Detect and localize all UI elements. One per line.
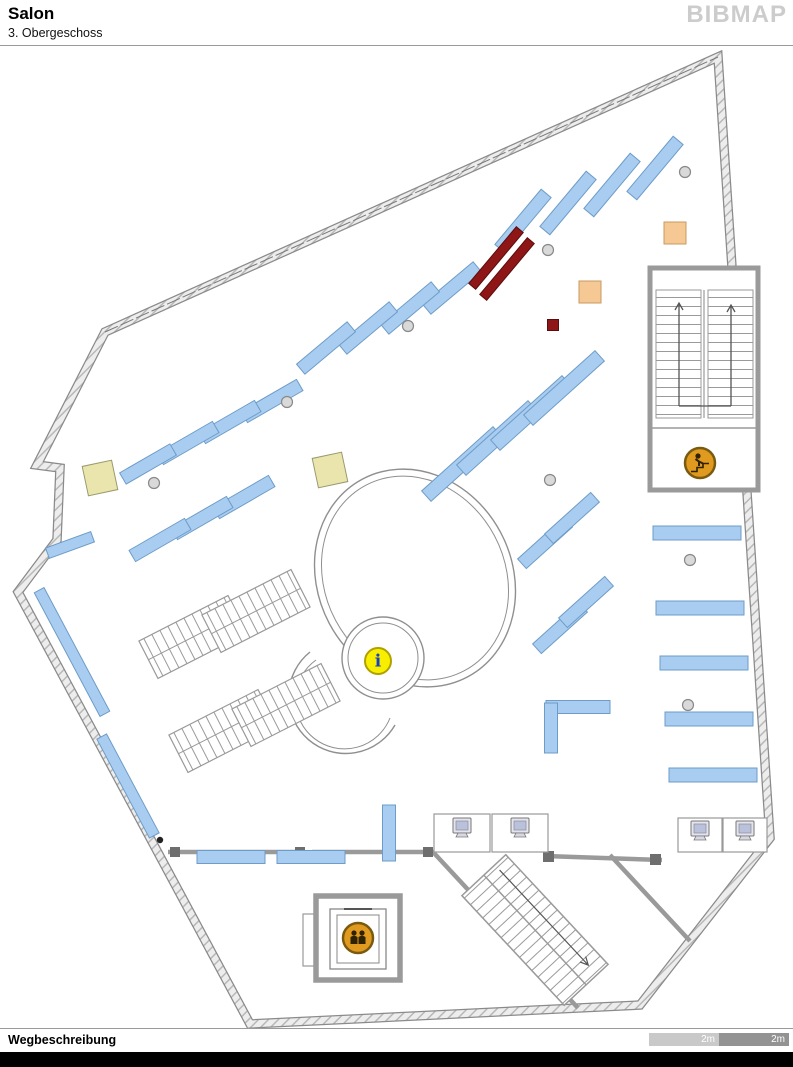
header: Salon 3. Obergeschoss BIBMAP bbox=[0, 0, 793, 46]
window-wall bbox=[104, 56, 719, 333]
bookshelf bbox=[539, 170, 597, 236]
bookshelf bbox=[583, 152, 641, 218]
bookshelf bbox=[522, 349, 606, 427]
columns-layer bbox=[147, 165, 697, 712]
bookshelf bbox=[664, 711, 754, 727]
bookshelf bbox=[544, 702, 558, 754]
bookshelf bbox=[44, 530, 96, 560]
tan-block bbox=[578, 280, 602, 304]
bookshelf bbox=[196, 850, 266, 864]
column bbox=[683, 553, 697, 567]
bookshelf bbox=[337, 301, 399, 355]
column bbox=[541, 243, 555, 257]
elevator-icon[interactable] bbox=[341, 921, 375, 955]
bookshelf bbox=[118, 443, 178, 485]
squares-layer bbox=[81, 221, 687, 497]
bookshelf bbox=[659, 655, 749, 671]
yellow-block bbox=[311, 451, 349, 489]
info-icon[interactable]: i bbox=[364, 647, 392, 675]
scale-bar: 2m 2m bbox=[649, 1033, 789, 1046]
bookshelf bbox=[96, 733, 160, 839]
shelves-layer bbox=[33, 135, 758, 864]
route-description-heading[interactable]: Wegbeschreibung bbox=[8, 1033, 117, 1047]
floor-label: 3. Obergeschoss bbox=[8, 25, 103, 40]
bottom-bar bbox=[0, 1052, 793, 1067]
stair-direction-arrow bbox=[674, 301, 736, 407]
bookshelf bbox=[128, 517, 192, 563]
bookshelf bbox=[626, 135, 684, 201]
bookshelf bbox=[295, 321, 357, 375]
tan-block bbox=[663, 221, 687, 245]
computer-workstations bbox=[433, 813, 768, 853]
bookshelf bbox=[33, 586, 111, 718]
bookshelf bbox=[668, 767, 758, 783]
info-glyph: i bbox=[375, 652, 382, 672]
yellow-block bbox=[81, 459, 119, 497]
wall-fixture bbox=[156, 836, 164, 844]
column bbox=[678, 165, 692, 179]
staircase-lower bbox=[460, 853, 610, 1007]
scale-segment: 2m bbox=[719, 1033, 789, 1046]
bookshelf bbox=[276, 850, 346, 864]
column bbox=[280, 395, 294, 409]
reading-tables bbox=[138, 568, 341, 774]
bookshelf bbox=[557, 575, 615, 629]
footer: Wegbeschreibung 2m 2m bbox=[0, 1028, 793, 1052]
page-title: Salon bbox=[8, 4, 55, 23]
stairs-icon[interactable] bbox=[683, 446, 717, 480]
highlighted-bookshelf bbox=[468, 226, 524, 290]
bookshelf bbox=[421, 261, 483, 315]
column bbox=[543, 473, 557, 487]
bookshelf bbox=[543, 491, 601, 545]
bibmap-logo: BIBMAP bbox=[686, 1, 787, 28]
bookshelf bbox=[382, 804, 396, 862]
column bbox=[401, 319, 415, 333]
bookshelf bbox=[652, 525, 742, 541]
scale-segment: 2m bbox=[649, 1033, 719, 1046]
bookshelf bbox=[379, 281, 441, 335]
red-block bbox=[547, 319, 559, 331]
highlighted-bookshelf bbox=[479, 237, 535, 301]
bookshelf bbox=[655, 600, 745, 616]
column bbox=[681, 698, 695, 712]
column bbox=[147, 476, 161, 490]
